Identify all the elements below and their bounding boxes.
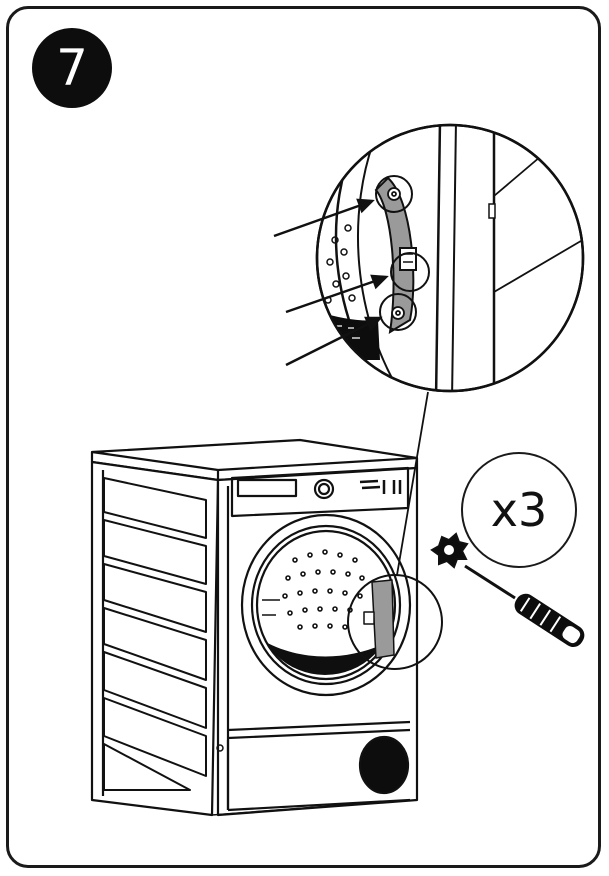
door-hinge: [371, 579, 395, 659]
screw: [387, 187, 401, 201]
filter-cover: [358, 735, 410, 795]
zoom-detail: [315, 123, 585, 393]
detail-target-circle: [347, 574, 443, 670]
zoom-connector-line: [396, 391, 429, 576]
quantity-badge: x3: [461, 452, 577, 568]
detergent-drawer: [236, 478, 298, 498]
pointer-arrows: [273, 198, 389, 367]
step-number: 7: [56, 39, 88, 97]
torx-bit-icon: [430, 532, 469, 569]
step-number-badge: 7: [32, 28, 112, 108]
torx-screwdriver-icon: [430, 532, 585, 647]
side-ribs: [103, 477, 207, 791]
screw: [391, 306, 405, 320]
program-knob: [313, 478, 335, 500]
quantity-label: x3: [490, 483, 548, 537]
dryer: [90, 438, 419, 817]
